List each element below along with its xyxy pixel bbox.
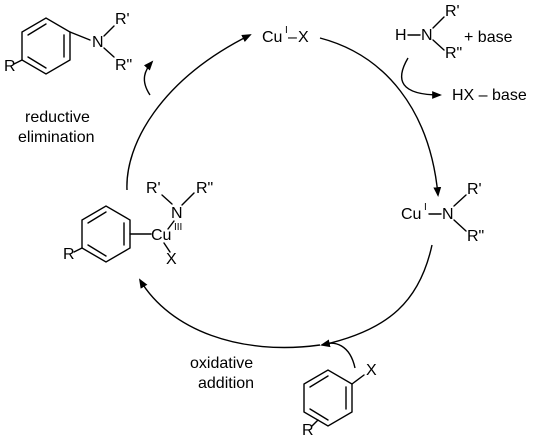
int-r1-label: R' [146,180,161,197]
oxidative-label: oxidative [190,355,253,372]
int-benzene-ring [81,205,131,263]
product-r1-label: R' [115,11,130,28]
arylhalide-benzene-ring [303,369,353,427]
amine-entry-arrow [400,57,442,99]
cycle-arrow-bottom-left [138,278,321,349]
copper-iii-intermediate: R' N R" R Cu III X [63,180,213,268]
amido-n-r2-bond [453,219,467,232]
int-r2-label: R" [196,180,213,197]
amido-n-r1-bond [453,194,467,207]
int-ring-double-bond [87,211,107,224]
int-n-r1-bond [161,194,173,205]
arylhalide-r-label: R [302,422,314,437]
cu-x-bond-int [163,242,171,253]
int-x-label: X [166,251,177,268]
reductive-label: reductive [25,109,90,126]
amido-n-label: N [442,206,454,223]
cu-oxidation-state: I [285,25,288,36]
arylhalide-entry-arrow [321,342,356,369]
cycle-arrow-top-right [319,37,442,197]
arylamine-product: R N R' R" [4,11,132,75]
amine-reagent: H N R' R" + base [395,3,513,62]
arylhalide-r-bond [311,419,319,427]
int-n-label: N [171,205,183,222]
int-n-r2-bond [181,192,195,206]
cu-halide-label: X [298,29,309,46]
cycle-arrow-left [126,34,252,191]
arylhalide-ring-double-bond [309,375,329,388]
product-r-label: R [4,58,16,75]
product-ring-double-bond [27,56,47,69]
product-benzene-ring [21,17,71,75]
product-n-r2-bond [103,47,115,58]
arylhalide-x-label: X [366,362,377,379]
amine-r1-label: R' [445,3,460,20]
product-r2-label: R" [115,57,132,74]
product-r-bond [13,59,23,65]
aryl-x-bond [351,374,365,385]
int-r-bond [73,247,83,253]
int-cu-label: Cu [151,227,171,244]
amine-r2-label: R" [445,45,462,62]
base-label: + base [464,29,513,46]
copper-amido-species: Cu I N R' R" [401,181,484,245]
product-ring-double-bond [27,23,47,36]
elimination-label: elimination [18,129,94,146]
int-ring-double-bond [87,244,107,257]
int-r-label: R [63,246,75,263]
int-cu-oxidation-state: III [174,222,182,233]
aryl-n-bond [69,31,91,41]
amido-cu-label: Cu [401,206,421,223]
product-n-label: N [92,34,104,51]
cu-x-bond: – [288,29,297,46]
addition-label: addition [198,375,254,392]
arylhalide-ring-double-bond [309,408,329,421]
n-r1-bond [432,16,445,29]
aryl-halide-reagent: X R [302,362,377,437]
amine-h-label: H [395,27,407,44]
product-exit-arrow [143,60,154,96]
byproduct-label: HX – base [452,87,527,104]
n-r2-bond [432,39,445,51]
amine-n-label: N [421,27,433,44]
int-n-cu-bond [167,220,175,230]
copper-halide-species: Cu I – X [262,25,309,46]
amido-r1-label: R' [467,181,482,198]
amido-r2-label: R" [467,228,484,245]
product-n-r1-bond [103,25,115,37]
amido-cu-oxidation-state: I [424,202,427,213]
cycle-arrow-bottom-right [320,244,433,348]
cu-label: Cu [262,29,282,46]
